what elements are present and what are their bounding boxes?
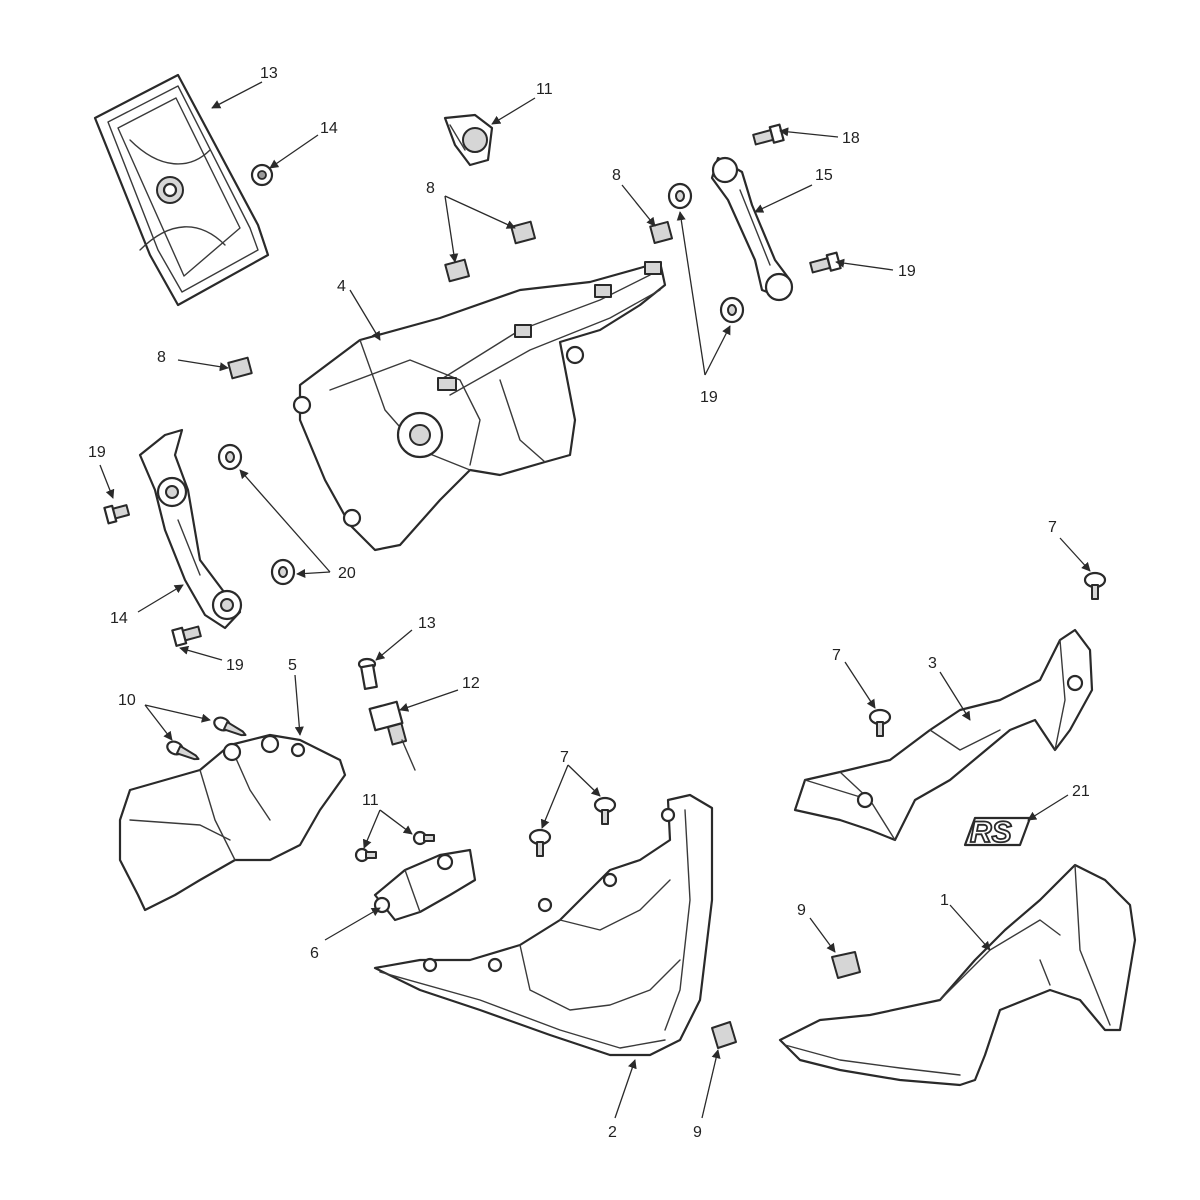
callout-16: 11 <box>536 81 553 98</box>
part-18-nut <box>250 163 274 187</box>
part-4-main-bracket <box>292 260 667 552</box>
part-20-washers <box>217 182 745 586</box>
callout-8: 8 <box>426 180 435 197</box>
callout-7: 7 <box>560 749 569 766</box>
part-8-speed-nut <box>227 220 674 380</box>
callout-13: 13 <box>418 615 436 632</box>
callout-6: 6 <box>310 945 319 962</box>
callout-9: 9 <box>693 1124 702 1141</box>
callout-14: 14 <box>110 610 128 627</box>
part-12-sensor <box>368 700 416 771</box>
part-16-clip <box>443 113 494 167</box>
callout-20: 20 <box>338 565 356 582</box>
callout-1: 1 <box>940 892 949 909</box>
part-14-link-bracket <box>138 428 243 630</box>
part-10-screws <box>166 716 247 761</box>
part-9-clips <box>711 951 861 1049</box>
leader-lines <box>99 81 1091 1119</box>
callout-12: 12 <box>462 675 480 692</box>
part-6-bracket <box>373 848 477 922</box>
part-5-duct <box>118 733 347 912</box>
part-15-link-bracket <box>710 156 794 302</box>
part-19-bolts <box>103 123 842 647</box>
callout-19: 19 <box>898 263 916 280</box>
callout-19: 19 <box>226 657 244 674</box>
part-11-screws <box>354 830 435 863</box>
callout-7: 7 <box>832 647 841 664</box>
callout-21: 21 <box>1072 783 1090 800</box>
callout-8: 8 <box>612 167 621 184</box>
callout-5: 5 <box>288 657 297 674</box>
callout-19: 19 <box>88 444 106 461</box>
callout-19: 18 <box>842 130 860 147</box>
part-7-screws <box>528 571 1107 857</box>
callout-labels: 13 14 11 8 8 8 4 18 15 19 19 19 20 14 19… <box>88 65 1090 1141</box>
callout-15: 15 <box>815 167 833 184</box>
part-17-frame <box>93 73 270 307</box>
callout-2: 2 <box>608 1124 617 1141</box>
callout-20: 19 <box>700 389 718 406</box>
part-2-lower-panel <box>373 793 714 1057</box>
callout-11: 11 <box>362 792 379 809</box>
callout-7: 7 <box>1048 519 1057 536</box>
part-3-right-bracket <box>793 628 1094 842</box>
callout-17: 13 <box>260 65 278 82</box>
part-13-pin <box>357 657 378 690</box>
callout-9: 9 <box>797 902 806 919</box>
callout-8: 8 <box>157 349 166 366</box>
part-1-side-panel <box>778 863 1137 1087</box>
part-21-rs-logo: RS <box>963 815 1032 850</box>
callout-18: 14 <box>320 120 338 137</box>
callout-3: 3 <box>928 655 937 672</box>
callout-10: 10 <box>118 692 136 709</box>
rs-logo-text: RS <box>970 816 1012 849</box>
callout-4: 4 <box>337 278 346 295</box>
